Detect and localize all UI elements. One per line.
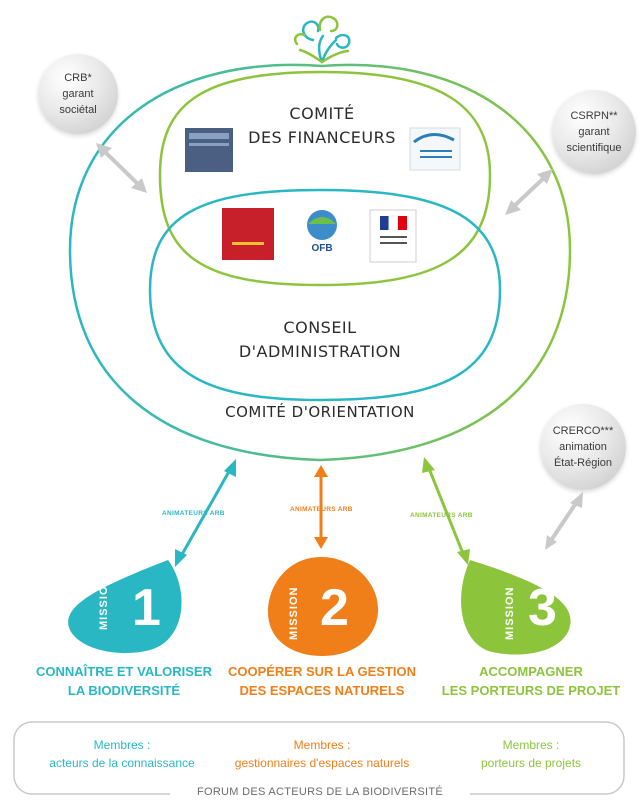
mission2-title-line1: COOPÉRER SUR LA GESTION [227, 664, 417, 679]
animateurs-label-mission3: ANIMATEURS ARB [410, 512, 473, 519]
mission3-title-line1: ACCOMPAGNER [479, 664, 583, 679]
mission3-members-desc: porteurs de projets [480, 756, 582, 770]
csrpn-role-line1: garant [578, 126, 610, 138]
csrpn-circle: CSRPN** garant scientifique [552, 90, 636, 174]
conseil-outline [148, 188, 502, 402]
mission1-title-line1: CONNAÎTRE ET VALORISER [36, 664, 212, 679]
mission2-title-line2: DES ESPACES NATURELS [239, 683, 405, 698]
crb-label: CRB* [64, 72, 92, 84]
ofb-logo-text: OFB [311, 243, 333, 254]
mission2-word: MISSION [288, 586, 300, 640]
financeurs-outline [158, 70, 492, 287]
animateurs-label-mission1: ANIMATEURS ARB [162, 510, 225, 517]
conseil-title-line1: CONSEIL [283, 318, 357, 337]
tree-logo-icon [293, 15, 351, 64]
mission1-word: MISSION [98, 576, 110, 630]
mission2-members-desc: gestionnaires d'espaces naturels [234, 756, 410, 770]
financeurs-title-line2: DES FINANCEURS [248, 128, 396, 147]
logo-ofb [307, 210, 337, 240]
mission2-double-arrow [314, 465, 328, 549]
crerco-label: CRERCO*** [552, 425, 614, 437]
crb-circle: CRB* garant sociétal [38, 54, 118, 134]
mission2-number: 2 [320, 579, 349, 637]
logo-agence-eau-ag [409, 127, 461, 171]
crerco-double-arrow [545, 492, 583, 550]
mission2-members-title: Membres : [293, 738, 351, 752]
logo-agence-eau-rmc [185, 128, 233, 172]
orientation-title: COMITÉ D'ORIENTATION [225, 403, 415, 421]
animateurs-label-mission2: ANIMATEURS ARB [290, 506, 353, 513]
crb-double-arrow [96, 143, 147, 193]
mission1-title-line2: LA BIODIVERSITÉ [67, 683, 181, 698]
mission3-shape [461, 560, 571, 655]
conseil-title-line2: D'ADMINISTRATION [238, 342, 402, 361]
csrpn-label: CSRPN** [570, 110, 618, 122]
mission1-members: Membres : acteurs de la connaissance [22, 736, 222, 772]
mission3-double-arrow [422, 457, 470, 565]
mission1-double-arrow [175, 459, 236, 567]
crerco-role-line1: animation [559, 441, 607, 453]
logo-prefet-region [369, 209, 417, 263]
mission3-number: 3 [528, 579, 557, 637]
mission2-shape [268, 557, 379, 656]
orientation-outline [68, 63, 572, 462]
mission1-members-title: Membres : [93, 738, 151, 752]
mission1-title: CONNAÎTRE ET VALORISER LA BIODIVERSITÉ [18, 662, 230, 700]
crb-role-line2: sociétal [59, 104, 97, 116]
mission1-members-desc: acteurs de la connaissance [49, 756, 195, 770]
mission3-word: MISSION [504, 586, 516, 640]
mission3-title: ACCOMPAGNER LES PORTEURS DE PROJET [428, 662, 634, 700]
mission3-members: Membres : porteurs de projets [436, 736, 626, 772]
csrpn-role-line2: scientifique [566, 142, 622, 154]
mission2-title: COOPÉRER SUR LA GESTION DES ESPACES NATU… [222, 662, 422, 700]
crb-role-line1: garant [62, 88, 94, 100]
mission3-members-title: Membres : [502, 738, 560, 752]
logo-region-occitanie [222, 208, 274, 260]
mission3-title-line2: LES PORTEURS DE PROJET [441, 683, 621, 698]
csrpn-double-arrow [505, 169, 553, 215]
mission1-number: 1 [132, 579, 161, 637]
mission2-members: Membres : gestionnaires d'espaces nature… [222, 736, 422, 772]
crerco-role-line2: État-Région [553, 457, 613, 469]
forum-title: FORUM DES ACTEURS DE LA BIODIVERSITÉ [196, 786, 444, 798]
financeurs-title-line1: COMITÉ [289, 104, 355, 123]
crerco-circle: CRERCO*** animation État-Région [540, 404, 626, 490]
mission1-shape [68, 560, 182, 654]
